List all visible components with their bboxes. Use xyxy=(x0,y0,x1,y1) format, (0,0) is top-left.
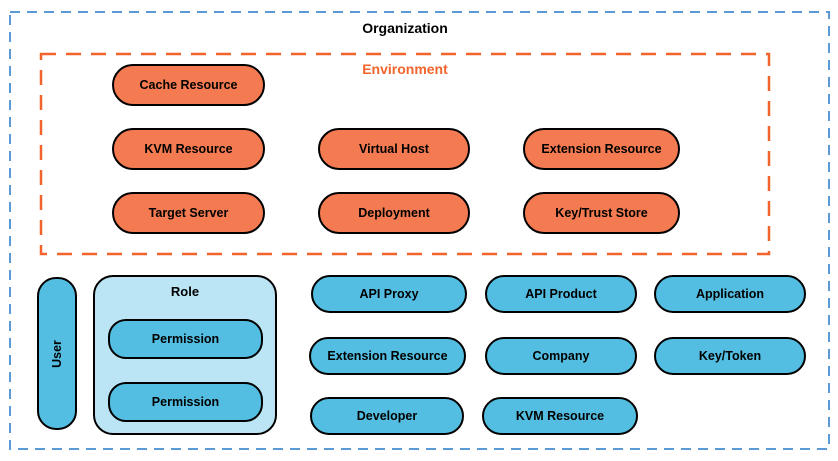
node-virtual-host: Virtual Host xyxy=(318,128,470,170)
node-application: Application xyxy=(654,275,806,313)
node-deployment: Deployment xyxy=(318,192,470,234)
node-extension-resource-org: Extension Resource xyxy=(309,337,466,375)
role-label: Role xyxy=(170,284,200,299)
node-extension-resource-env: Extension Resource xyxy=(523,128,680,170)
environment-label: Environment xyxy=(362,61,448,77)
node-key-token: Key/Token xyxy=(654,337,806,375)
node-api-product: API Product xyxy=(485,275,637,313)
node-api-proxy: API Proxy xyxy=(311,275,467,313)
user-label: User xyxy=(49,339,64,368)
node-key-trust-store: Key/Trust Store xyxy=(523,192,680,234)
node-permission-1: Permission xyxy=(108,319,263,359)
organization-label: Organization xyxy=(362,20,448,36)
node-user: User xyxy=(37,277,77,430)
node-kvm-resource-org: KVM Resource xyxy=(482,397,638,435)
node-company: Company xyxy=(485,337,637,375)
node-developer: Developer xyxy=(310,397,464,435)
node-target-server: Target Server xyxy=(112,192,265,234)
node-permission-2: Permission xyxy=(108,382,263,422)
node-kvm-resource-env: KVM Resource xyxy=(112,128,265,170)
node-role: Role Permission Permission xyxy=(93,275,277,435)
node-cache-resource: Cache Resource xyxy=(112,64,265,106)
